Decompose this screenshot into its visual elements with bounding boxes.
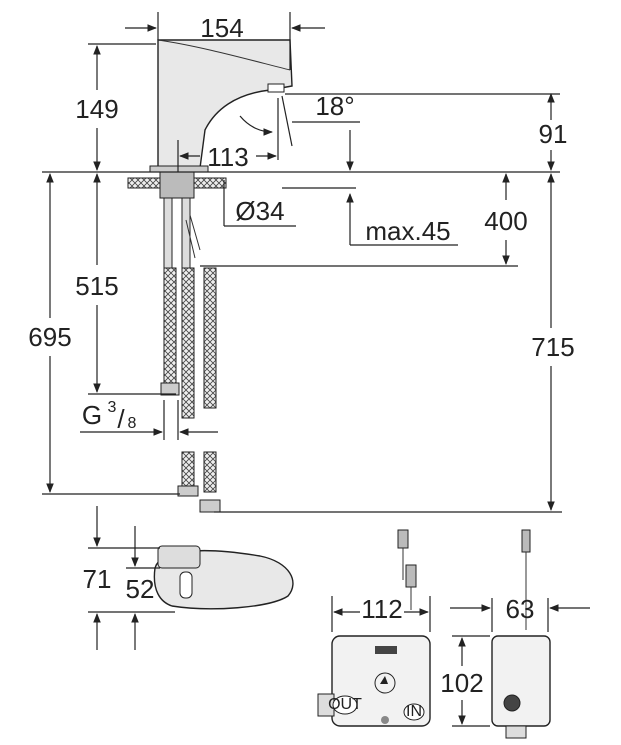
dim-diameter-34: Ø34 bbox=[235, 196, 284, 226]
hose-1 bbox=[163, 267, 177, 384]
mounting-shank bbox=[159, 171, 195, 199]
fan-icon bbox=[374, 672, 396, 694]
dim-112: 112 bbox=[361, 594, 402, 624]
dim-thread-num: 3 bbox=[108, 399, 117, 416]
dim-154: 154 bbox=[200, 13, 243, 43]
dim-113: 113 bbox=[207, 142, 248, 172]
hose-3-lower bbox=[203, 451, 217, 493]
in-label: IN bbox=[406, 703, 422, 720]
cable-left bbox=[163, 197, 173, 269]
hose-fitting-3 bbox=[199, 499, 221, 513]
dim-695: 695 bbox=[28, 322, 71, 352]
dim-515: 515 bbox=[75, 271, 118, 301]
faucet-side-view bbox=[88, 506, 294, 650]
hose-fitting-1 bbox=[160, 382, 180, 396]
svg-text:/: / bbox=[117, 404, 125, 434]
spout-sensor bbox=[267, 83, 285, 93]
out-label: OUT bbox=[328, 696, 362, 713]
faucet-side-sensor bbox=[179, 571, 193, 599]
out-badge bbox=[332, 695, 358, 715]
brand-logo bbox=[375, 646, 397, 654]
dim-52: 52 bbox=[126, 574, 155, 604]
faucet-side-top bbox=[157, 545, 201, 569]
dim-thread-g: G bbox=[82, 400, 102, 430]
dim-max-45: max.45 bbox=[365, 216, 450, 246]
dim-400: 400 bbox=[484, 206, 527, 236]
hose-fitting-2 bbox=[177, 485, 199, 497]
control-box-side bbox=[450, 529, 590, 739]
dim-thread-den: 8 bbox=[128, 415, 137, 432]
side-connector bbox=[503, 694, 521, 712]
dim-71: 71 bbox=[83, 564, 112, 594]
dim-18-deg: 18° bbox=[315, 91, 354, 121]
hose-3 bbox=[203, 267, 217, 409]
faucet-front-view bbox=[127, 39, 293, 513]
dim-91: 91 bbox=[539, 119, 568, 149]
hose-2 bbox=[181, 267, 195, 419]
dim-715: 715 bbox=[531, 332, 574, 362]
dim-63: 63 bbox=[506, 594, 535, 624]
dimension-labels: 154 149 18° 91 113 Ø34 max.45 400 515 69… bbox=[28, 13, 574, 698]
control-box-side-body bbox=[491, 635, 551, 727]
in-badge bbox=[403, 703, 425, 721]
dim-149: 149 bbox=[75, 94, 118, 124]
faucet-base bbox=[149, 165, 209, 173]
dim-102: 102 bbox=[440, 668, 483, 698]
control-box-front: OUT IN bbox=[317, 529, 431, 727]
dimension-lines bbox=[42, 12, 562, 513]
